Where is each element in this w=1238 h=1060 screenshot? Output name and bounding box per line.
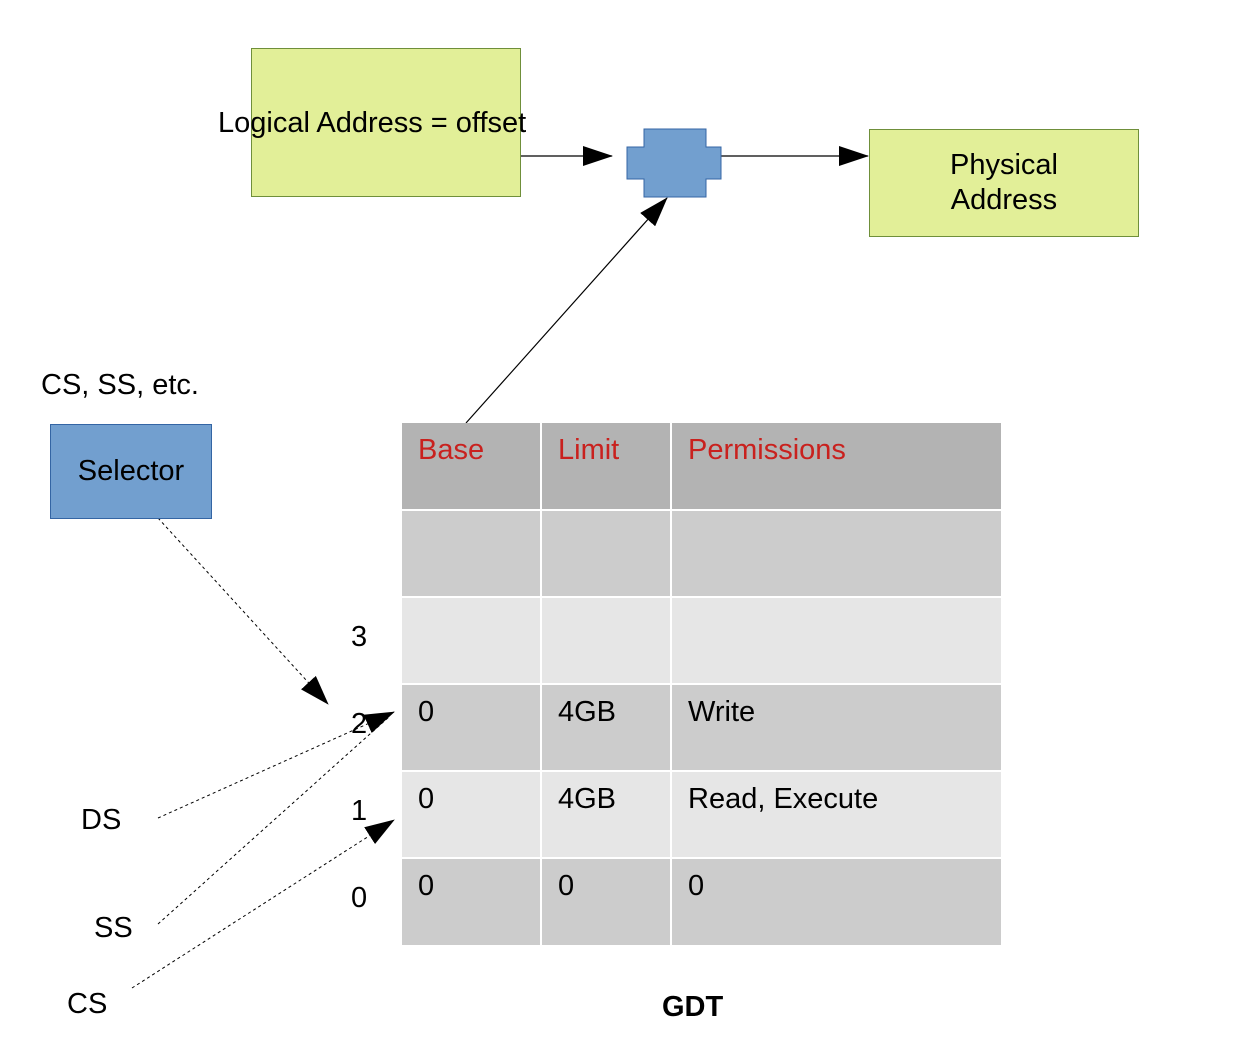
gdt-cell: Read, Execute <box>671 771 1001 859</box>
gdt-cell: 0 <box>541 858 672 945</box>
index-3: 3 <box>351 621 368 653</box>
gdt-header-permissions: Permissions <box>671 423 1001 511</box>
arrow-base-to-adder <box>465 197 668 424</box>
cs-label: CS <box>67 988 108 1020</box>
gdt-cell <box>402 510 542 598</box>
gdt-cell: 0 <box>671 858 1001 945</box>
ss-label: SS <box>94 912 133 944</box>
gdt-header-base: Base <box>402 423 542 511</box>
gdt-cell <box>541 510 672 598</box>
arrow-cs-to-row1 <box>131 819 395 989</box>
logical-address-label: Logical Address = offset <box>218 107 527 139</box>
physical-address-box: Physical Address <box>869 129 1139 237</box>
gdt-cell <box>402 597 542 685</box>
gdt-title: GDT <box>662 991 724 1023</box>
gdt-header-limit: Limit <box>541 423 672 511</box>
gdt-cell: Write <box>671 684 1001 772</box>
index-0: 0 <box>351 882 368 914</box>
gdt-cell: 4GB <box>541 684 672 772</box>
gdt-row: 0 4GB Read, Execute <box>402 771 1001 859</box>
arrow-ds-to-row2 <box>157 711 395 819</box>
physical-address-line2: Address <box>950 184 1058 216</box>
gdt-row <box>402 510 1001 598</box>
adder-shape <box>626 128 722 198</box>
gdt-cell: 0 <box>402 684 542 772</box>
gdt-header-row: Base Limit Permissions <box>402 423 1001 511</box>
gdt-row: 0 0 0 <box>402 858 1001 945</box>
logical-address-box <box>251 48 521 197</box>
gdt-row: 0 4GB Write <box>402 684 1001 772</box>
arrow-selector-to-index <box>157 517 329 705</box>
gdt-cell <box>671 510 1001 598</box>
arrow-ss-to-row2 <box>157 715 391 925</box>
gdt-table: Base Limit Permissions 0 4GB Write 0 4GB… <box>402 423 1001 945</box>
physical-address-line1: Physical <box>950 149 1058 181</box>
index-2: 2 <box>351 708 368 740</box>
selector-label: Selector <box>77 455 185 487</box>
gdt-cell: 4GB <box>541 771 672 859</box>
gdt-cell <box>541 597 672 685</box>
gdt-cell: 0 <box>402 771 542 859</box>
index-1: 1 <box>351 795 368 827</box>
selector-box: Selector <box>50 424 212 519</box>
gdt-cell: 0 <box>402 858 542 945</box>
segments-caption: CS, SS, etc. <box>41 369 199 401</box>
gdt-row <box>402 597 1001 685</box>
gdt-cell <box>671 597 1001 685</box>
ds-label: DS <box>81 804 122 836</box>
